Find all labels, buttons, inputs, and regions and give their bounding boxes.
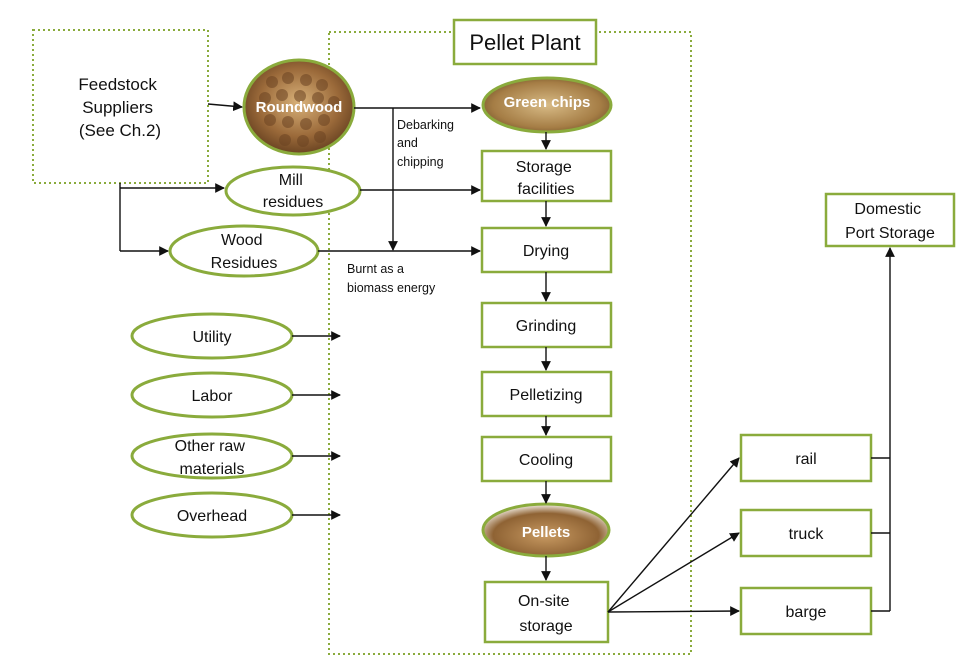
pellets-photo: Pellets	[481, 502, 611, 558]
drying-box	[480, 226, 613, 274]
arrow-feedstock-roundwood	[207, 101, 243, 112]
arrow-onsite-barge	[607, 606, 740, 616]
connectors	[119, 101, 895, 616]
drying-label: Drying	[523, 243, 569, 260]
pellet-plant-title: Pellet Plant	[469, 30, 580, 55]
pelletizing-box	[480, 370, 613, 418]
mill-residues-label: Mill residues	[263, 172, 323, 211]
utility-label: Utility	[192, 329, 231, 346]
onsite-storage-box	[483, 580, 610, 644]
pellets-label: Pellets	[522, 524, 570, 541]
roundwood-photo: Roundwood	[242, 58, 356, 156]
onsite-storage-label: On-site storage	[518, 593, 574, 635]
labor-label: Labor	[192, 388, 234, 405]
green-chips-label: Green chips	[504, 94, 591, 111]
roundwood-label: Roundwood	[256, 99, 343, 116]
arrow-onsite-truck	[607, 532, 740, 613]
pelletizing-label: Pelletizing	[510, 387, 583, 404]
overhead-label: Overhead	[177, 508, 247, 525]
feedstock-suppliers-label: Feedstock Suppliers (See Ch.2)	[78, 75, 161, 140]
pellet-plant-title-box	[452, 18, 598, 66]
debarking-label: Debarking and chipping	[397, 118, 457, 169]
other-raw-materials-label: Other raw materials	[175, 438, 250, 478]
storage-facilities-box	[480, 149, 613, 203]
cooling-label: Cooling	[519, 452, 573, 469]
domestic-port-storage-label: Domestic Port Storage	[845, 201, 935, 242]
burnt-biomass-label: Burnt as a biomass energy	[347, 262, 436, 295]
truck-label: truck	[789, 526, 825, 543]
rail-label: rail	[795, 451, 816, 468]
barge-box	[739, 586, 873, 636]
arrow-onsite-rail	[607, 457, 740, 613]
barge-label: barge	[786, 604, 827, 621]
domestic-port-storage-box	[824, 192, 956, 248]
grinding-label: Grinding	[516, 318, 576, 335]
mill-residues-ellipse	[224, 165, 362, 217]
storage-facilities-label: Storage facilities	[516, 159, 577, 198]
wood-residues-label: Wood Residues	[211, 232, 278, 272]
green-chips-photo: Green chips	[481, 76, 613, 134]
rail-box	[739, 433, 873, 483]
grinding-box	[480, 301, 613, 349]
truck-box	[739, 508, 873, 558]
